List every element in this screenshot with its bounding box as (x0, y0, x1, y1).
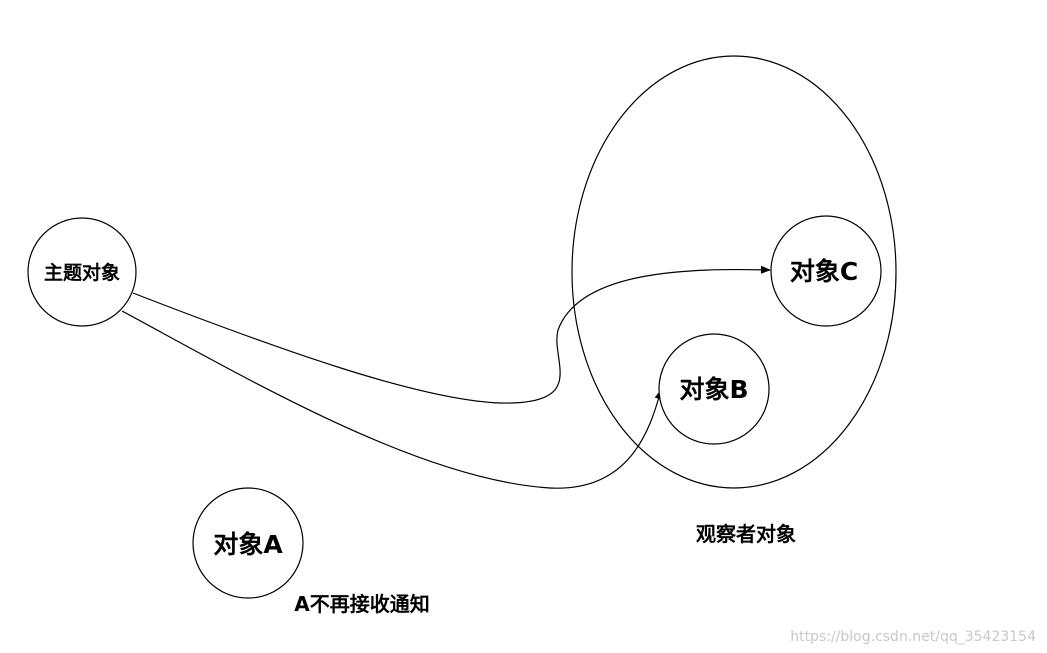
node-object-a-label: 对象A (213, 530, 283, 559)
edge-subject-to-object-c (132, 265, 771, 404)
observer-group-label: 观察者对象 (696, 522, 796, 546)
watermark-text: https://blog.csdn.net/qq_35423154 (790, 629, 1036, 645)
node-object-b-label: 对象B (679, 375, 748, 404)
node-subject-label: 主题对象 (44, 261, 120, 284)
node-object-a-circle (192, 487, 304, 599)
node-object-c-circle (770, 215, 882, 327)
node-object-b-circle (658, 333, 770, 445)
observer-group-ellipse (571, 55, 897, 489)
node-subject-circle (27, 217, 137, 327)
node-object-c-label: 对象C (790, 257, 858, 286)
object-a-annotation: A不再接收通知 (294, 592, 429, 616)
edge-subject-to-object-b (121, 310, 663, 489)
